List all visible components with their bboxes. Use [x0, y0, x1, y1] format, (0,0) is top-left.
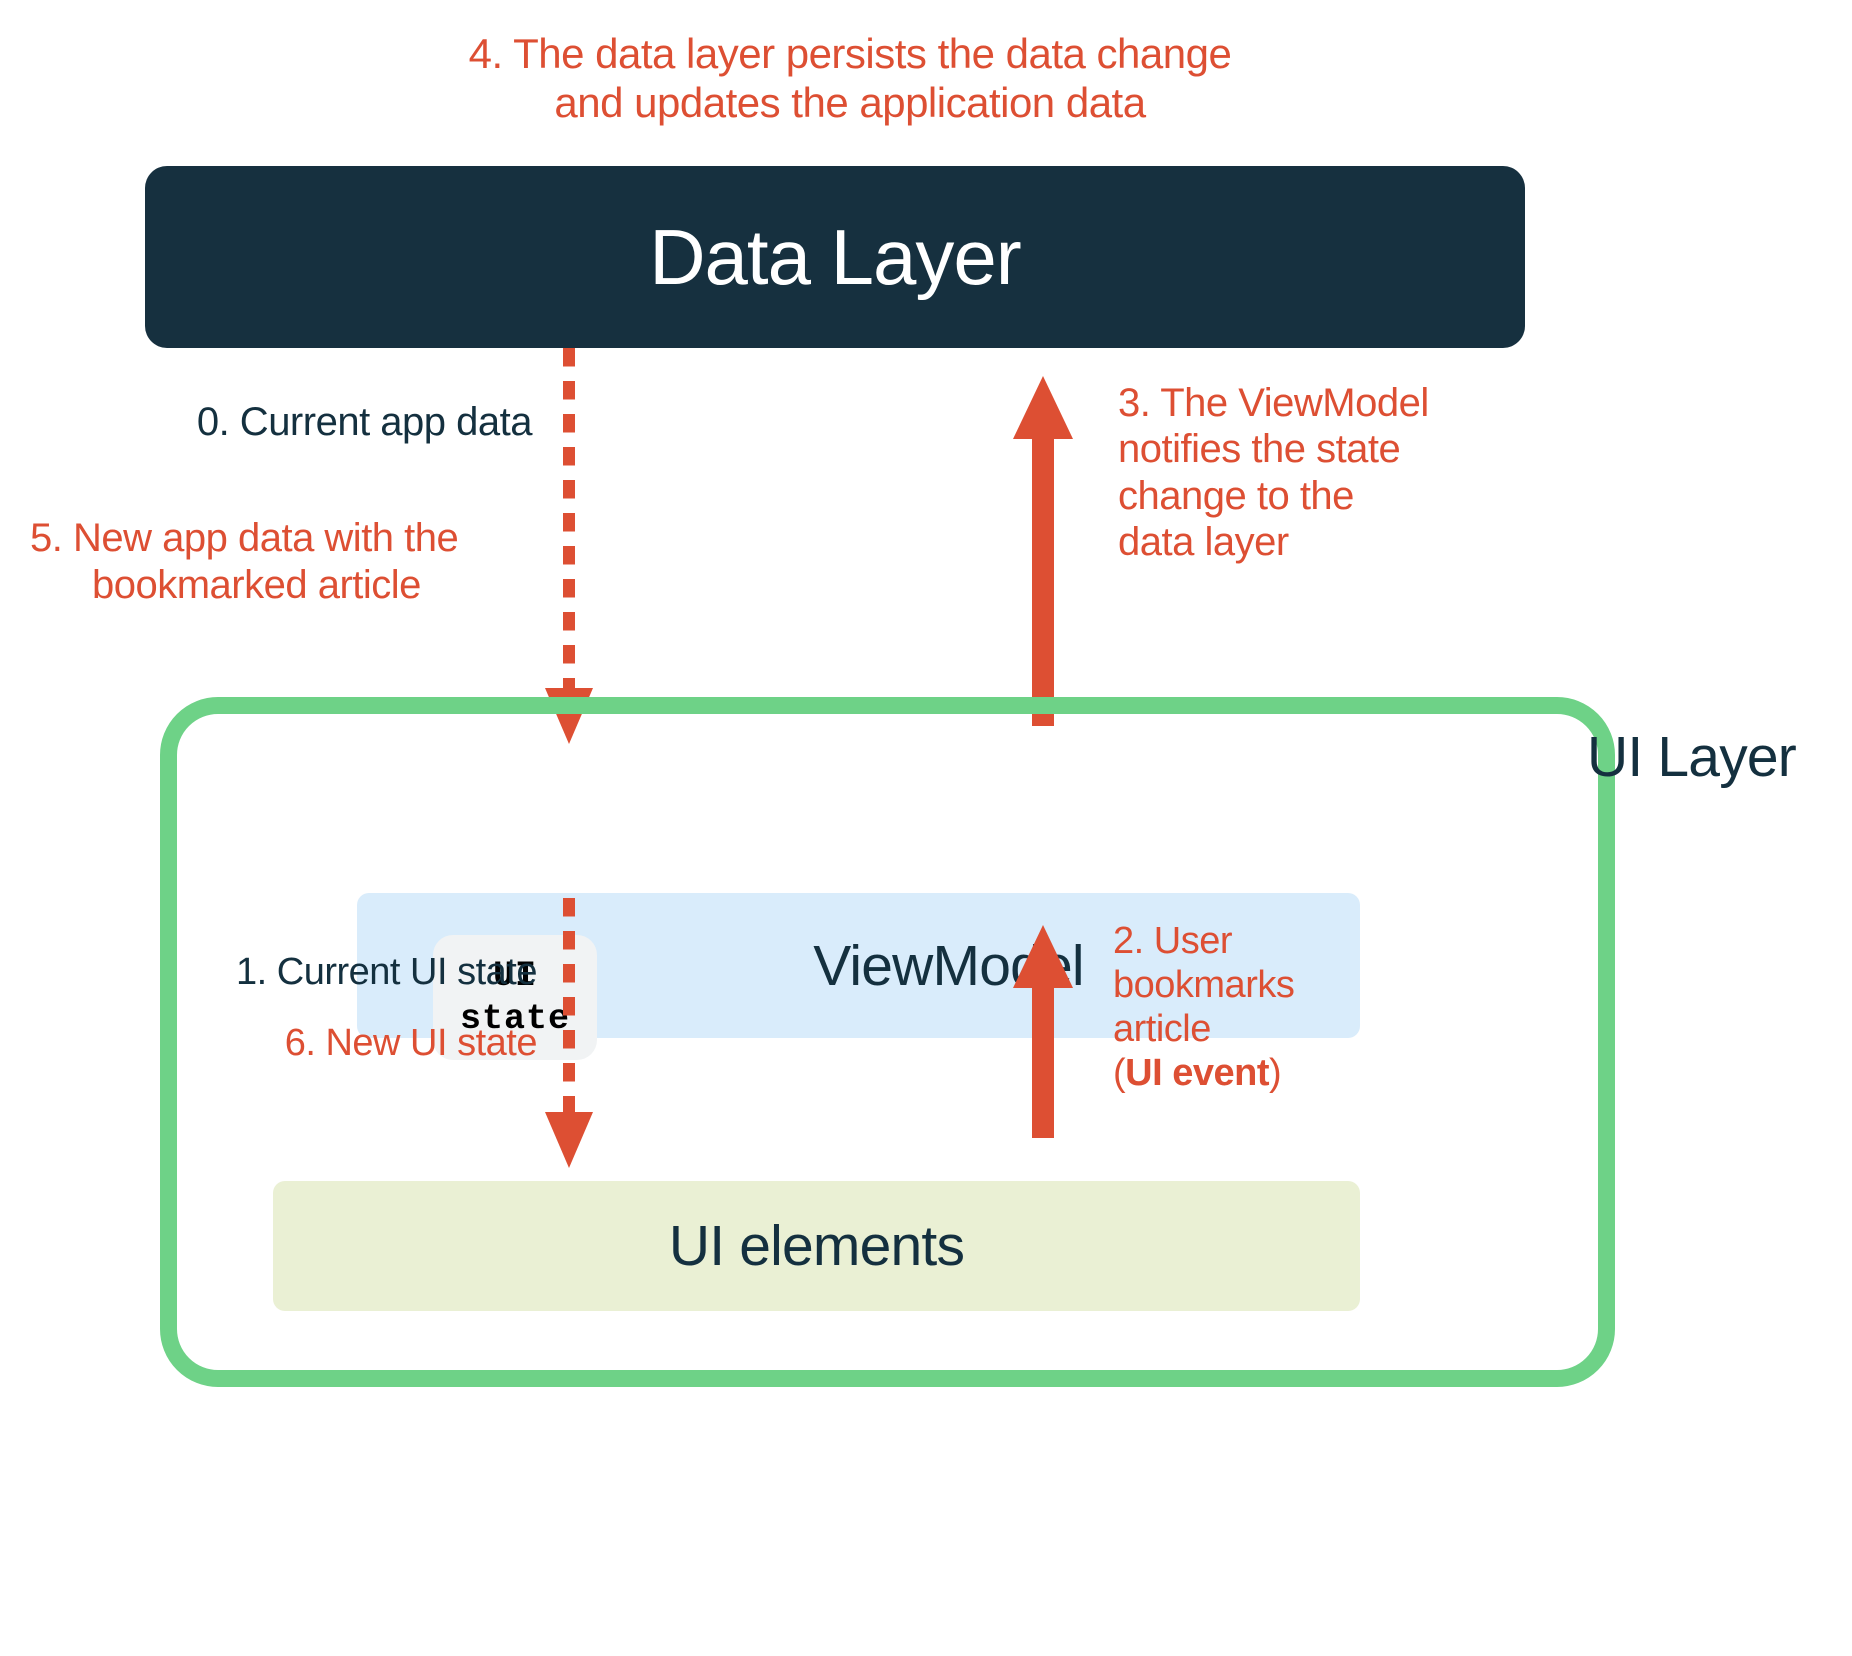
annotation-step-2-paren-open: (: [1113, 1052, 1126, 1095]
annotation-step-3: 3. The ViewModel notifies the state chan…: [1118, 381, 1429, 565]
arrowhead-up-to-viewmodel: [1013, 925, 1073, 988]
ui-layer-label: UI Layer: [1586, 725, 1797, 789]
dotted-connector-viewmodel-to-ui-elements: [563, 898, 575, 1118]
annotation-step-6: 6. New UI state: [284, 1022, 538, 1064]
annotation-step-1: 1. Current UI state: [236, 951, 537, 993]
annotation-step-5-line-1: 5. New app data with the: [30, 516, 459, 561]
ui-state-chip-line-1: UI: [492, 955, 537, 996]
caption-step-4: 4. The data layer persists the data chan…: [468, 30, 1232, 126]
solid-connector-viewmodel-to-data-layer: [1032, 434, 1054, 726]
ui-elements-label: UI elements: [668, 1214, 965, 1278]
dotted-connector-data-to-viewmodel: [563, 348, 575, 693]
annotation-step-2-ui-event: UI event: [1125, 1052, 1269, 1095]
data-layer-box: Data Layer: [145, 166, 1525, 348]
ui-elements-box: UI elements: [273, 1181, 1360, 1311]
data-layer-label: Data Layer: [649, 212, 1022, 301]
annotation-step-2-plain: 2. User bookmarks article: [1113, 920, 1295, 1051]
arrowhead-up-to-data-layer: [1013, 376, 1073, 439]
solid-connector-ui-elements-to-viewmodel: [1032, 983, 1054, 1138]
ui-layer-box: [160, 697, 1615, 1387]
annotation-step-5-line-2: bookmarked article: [92, 562, 421, 607]
annotation-step-2: 2. User bookmarks article (UI event): [1113, 919, 1443, 1095]
annotation-step-2-paren-close: ): [1268, 1052, 1282, 1095]
arrowhead-down-to-ui-elements: [545, 1112, 593, 1168]
annotation-step-5: 5. New app data with the bookmarked arti…: [30, 469, 532, 655]
annotation-step-0: 0. Current app data: [196, 400, 533, 444]
ui-state-chip-line-2: state: [459, 998, 571, 1039]
